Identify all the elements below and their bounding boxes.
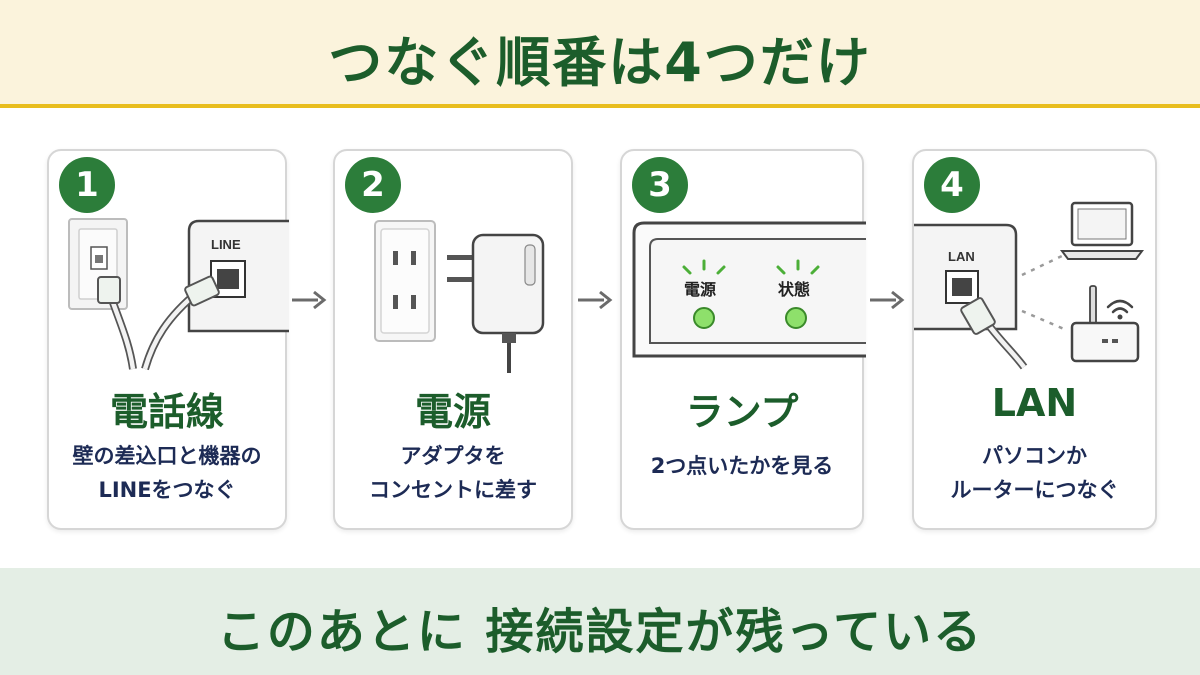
step-description-line1: 2つ点いたかを見る bbox=[650, 454, 834, 478]
led-status-indicator bbox=[785, 307, 807, 329]
step-description-line2: コンセントに差す bbox=[369, 478, 537, 502]
step-title: ランプ bbox=[685, 390, 799, 434]
step-description-line2: ルーターにつなぐ bbox=[950, 478, 1119, 502]
step-card-3: 電源 状態 3 ランプ 2つ点いたかを見る bbox=[620, 149, 866, 530]
lan-port-label: LAN bbox=[948, 249, 975, 264]
led-status-label: 状態 bbox=[778, 280, 810, 299]
page-title: つなぐ順番は4つだけ bbox=[328, 31, 872, 94]
step-description-line2: LINEをつなぐ bbox=[98, 478, 236, 502]
power-adapter-illustration bbox=[374, 220, 545, 373]
footer-note: このあとに 接続設定が残っている bbox=[216, 604, 984, 660]
step-number-badge: 4 bbox=[924, 157, 980, 213]
lan-connection-illustration: LAN bbox=[914, 201, 1144, 370]
line-port-label: LINE bbox=[211, 237, 241, 252]
header-banner: つなぐ順番は4つだけ bbox=[0, 0, 1200, 104]
step-card-4: LAN 4 LAN パソコンか ルーターにつなぐ bbox=[912, 149, 1157, 530]
header-divider bbox=[0, 104, 1200, 108]
step-title: LAN bbox=[991, 381, 1078, 425]
step-number-badge: 3 bbox=[632, 157, 688, 213]
led-power-indicator bbox=[693, 307, 715, 329]
step-number-badge: 1 bbox=[59, 157, 115, 213]
step-title: 電源 bbox=[414, 390, 491, 434]
wifi-icon bbox=[1106, 299, 1134, 314]
arrow-right-icon bbox=[870, 290, 905, 310]
step-card-2: 2 電源 アダプタを コンセントに差す bbox=[333, 149, 573, 530]
step-card-1: LINE 1 電話線 壁の差込口と機器の LINEをつなぐ bbox=[47, 149, 289, 530]
phone-line-illustration: LINE bbox=[68, 218, 289, 371]
footer-banner: このあとに 接続設定が残っている bbox=[0, 568, 1200, 675]
arrow-right-icon bbox=[578, 290, 613, 310]
led-power-label: 電源 bbox=[684, 280, 716, 299]
step-description-line1: パソコンか bbox=[982, 444, 1087, 468]
step-title: 電話線 bbox=[109, 390, 224, 434]
step-description-line1: 壁の差込口と機器の bbox=[72, 444, 262, 468]
lamp-device-illustration: 電源 状態 bbox=[632, 221, 866, 358]
step-number-badge: 2 bbox=[345, 157, 401, 213]
arrow-right-icon bbox=[292, 290, 327, 310]
step-description-line1: アダプタを bbox=[400, 444, 506, 468]
